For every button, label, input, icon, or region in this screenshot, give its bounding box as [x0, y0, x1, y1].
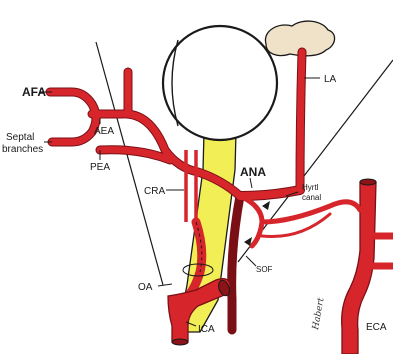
label-pea: PEA — [90, 162, 110, 173]
label-cra: CRA — [144, 186, 165, 197]
label-sof: SOF — [256, 265, 273, 274]
ica-end — [172, 339, 188, 345]
cra-vessel — [186, 150, 196, 222]
eyeball-icon — [163, 26, 277, 140]
hyrtl-canal-vessel — [240, 196, 360, 246]
signature: Habert — [311, 297, 327, 332]
label-hyrtl-1: Hyrtl — [302, 183, 319, 192]
label-hyrtl-2: canal — [302, 193, 321, 202]
label-afa: AFA — [22, 85, 46, 99]
leader-ana — [250, 178, 252, 188]
label-oa: OA — [138, 282, 153, 293]
label-septal-1: Septal — [6, 132, 34, 143]
label-septal-2: branches — [2, 144, 43, 155]
eca-top-end — [360, 179, 376, 185]
leader-oa — [158, 284, 172, 286]
label-ana: ANA — [240, 165, 266, 179]
label-ica: ICA — [198, 324, 215, 335]
label-eca: ECA — [366, 322, 387, 333]
leader-sof — [246, 256, 256, 266]
label-la: LA — [324, 74, 337, 85]
arrowhead-icon — [262, 201, 270, 210]
label-aea: AEA — [94, 126, 114, 137]
